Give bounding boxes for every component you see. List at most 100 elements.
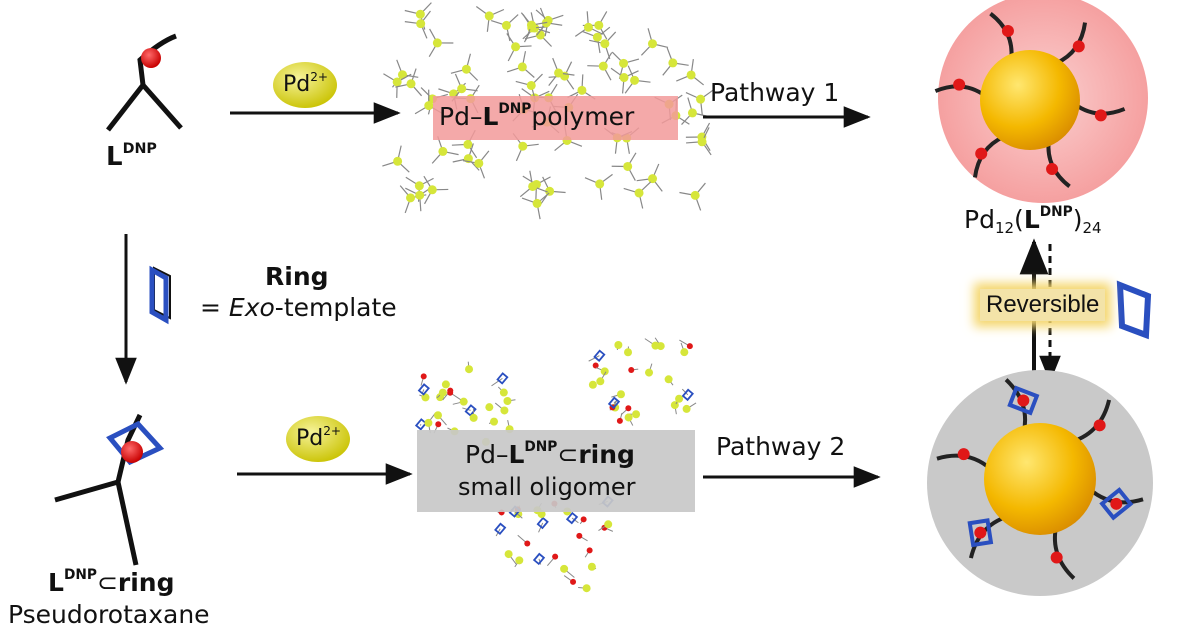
cage-top-formula: Pd12(LDNP)24 — [964, 204, 1102, 238]
pd-node — [675, 394, 684, 403]
oligomer-link — [491, 377, 503, 387]
pd-node — [630, 75, 640, 85]
cage-ring — [1099, 487, 1134, 521]
pd-node — [490, 417, 499, 426]
cage-dnp — [1001, 24, 1014, 37]
pd-node — [614, 341, 623, 350]
cage-ring — [1007, 385, 1040, 416]
pd-node — [592, 32, 602, 42]
dnp-node — [420, 373, 427, 380]
ring-icon — [149, 265, 171, 325]
dnp-node — [435, 421, 442, 428]
oligomer-label-box — [417, 430, 695, 512]
pd-node — [587, 562, 596, 571]
pd-node — [668, 58, 678, 68]
ring-node — [593, 349, 606, 362]
pd-node — [696, 94, 706, 104]
pd-node — [604, 520, 613, 529]
dnp-node — [686, 343, 693, 350]
pd-node — [647, 39, 657, 49]
pd-node — [600, 367, 609, 376]
cage-dnp — [1093, 419, 1106, 432]
dnp-node — [580, 516, 587, 523]
ring-node — [607, 396, 621, 410]
dnp-node — [586, 547, 593, 554]
pd-node — [469, 413, 478, 422]
cage-dnp — [1050, 551, 1063, 564]
polymer-label: Pd–LDNPpolymer — [439, 101, 635, 131]
dnp-node — [625, 405, 632, 412]
pd-node — [697, 137, 707, 147]
pd-node — [645, 368, 654, 377]
pd-node — [484, 11, 494, 21]
cage-dnp — [957, 448, 970, 461]
pd-node — [594, 20, 604, 30]
ring-node — [414, 418, 428, 431]
pd-node — [427, 185, 437, 195]
pd-node — [424, 418, 433, 427]
dnp-node — [576, 532, 583, 539]
pd-node — [406, 193, 416, 203]
pd-node — [501, 20, 511, 30]
pd-node — [424, 101, 434, 111]
pd-node — [545, 186, 555, 196]
ring-node — [417, 383, 430, 396]
pd-node — [499, 388, 508, 397]
pd-node — [619, 58, 629, 68]
polymer-network — [382, 2, 714, 220]
pd-node — [687, 108, 697, 118]
pd-node — [682, 404, 691, 413]
pd-node — [598, 61, 608, 71]
oligomer-link — [613, 400, 618, 404]
pd-node — [504, 550, 513, 559]
pd-node — [457, 84, 467, 94]
cage-dnp — [1017, 394, 1030, 407]
cage-dnp — [1094, 109, 1107, 122]
ring-node — [464, 404, 477, 417]
cage-bottom — [927, 370, 1153, 596]
pd-ion-bottom — [286, 416, 350, 462]
pd-node — [616, 390, 625, 399]
cage-dnp — [953, 78, 966, 91]
pd-node — [517, 62, 527, 72]
dnp-node — [628, 366, 635, 373]
dnp-node — [447, 389, 454, 396]
pd-ion-top — [273, 62, 337, 108]
cage-dnp — [1072, 40, 1085, 53]
oligomer-link — [462, 407, 471, 411]
pd-node — [503, 396, 512, 405]
pd-node — [438, 146, 448, 156]
pd-node — [582, 584, 591, 593]
pd-node — [619, 73, 629, 83]
pd-node — [415, 9, 425, 19]
pd-node — [397, 70, 407, 80]
ring-node — [565, 511, 579, 525]
dnp-node — [592, 362, 599, 369]
pd-node — [664, 375, 673, 384]
pd-node — [624, 413, 633, 422]
ring-exo-template: = Exo-template — [200, 293, 397, 322]
pd-node — [485, 403, 494, 412]
cage-dnp — [974, 526, 987, 539]
pd-node — [416, 19, 426, 29]
pd-node — [526, 80, 536, 90]
pd-node — [648, 174, 658, 184]
reversible-label: Reversible — [980, 289, 1106, 321]
ring-node — [494, 522, 507, 536]
rotaxane-name: Pseudorotaxane — [8, 600, 210, 629]
pd-node — [595, 179, 605, 189]
dnp-node — [570, 578, 577, 585]
ligand-dnp-graphic — [106, 33, 183, 132]
oligomer-link — [419, 424, 422, 426]
pd-ion-top-label: Pd2+ — [283, 69, 329, 97]
pd-node — [634, 188, 644, 198]
dnp-node — [616, 417, 623, 424]
pd-node — [432, 38, 442, 48]
pd-node — [632, 410, 641, 419]
pd-node — [560, 564, 569, 573]
cage-ring — [967, 518, 994, 548]
oligomer-link — [681, 388, 689, 396]
cage-dnp — [1046, 163, 1059, 176]
pd-node — [528, 181, 538, 191]
